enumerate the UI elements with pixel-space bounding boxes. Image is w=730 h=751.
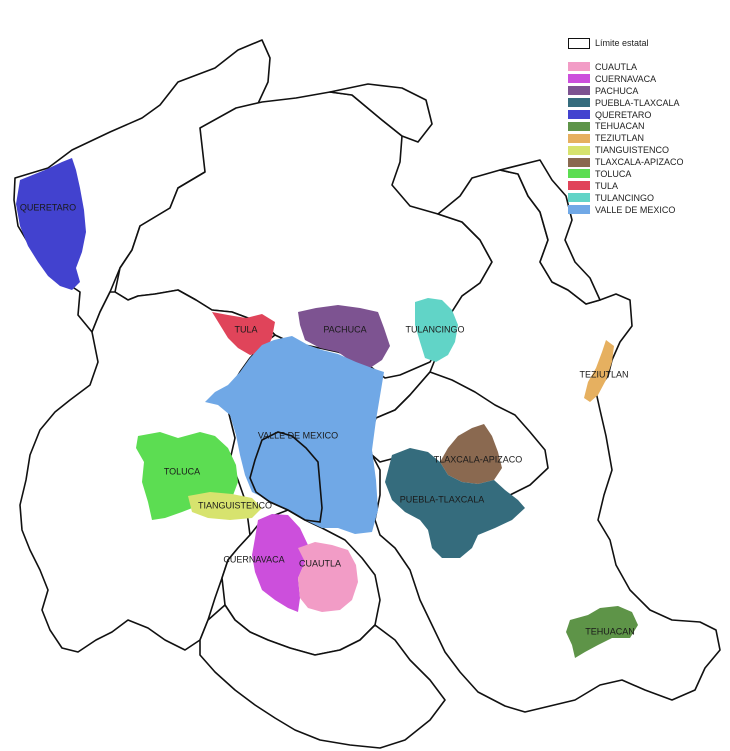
legend-swatch: [568, 193, 590, 203]
label-tehuacan: TEHUACAN: [585, 626, 635, 636]
metro-zones: [16, 158, 638, 658]
zone-puebla-tlaxcala[interactable]: [385, 448, 525, 558]
state-border-swatch: [568, 37, 590, 49]
zone-tula[interactable]: [212, 312, 275, 355]
legend-swatch: [568, 157, 590, 167]
state-puebla-east: [499, 159, 601, 305]
zone-pachuca[interactable]: [298, 305, 390, 368]
legend-label: TIANGUISTENCO: [595, 145, 670, 156]
legend-swatch: [568, 205, 590, 215]
label-teziutlan: TEZIUTLAN: [579, 369, 628, 379]
legend-item: TULA: [568, 180, 718, 192]
legend-swatch: [568, 110, 590, 119]
legend-swatch: [568, 62, 590, 72]
zone-labels: QUERETARO TULA PACHUCA TULANCINGO TEZIUT…: [20, 202, 635, 636]
zone-valle-de-mexico[interactable]: [205, 336, 384, 534]
label-puebla: PUEBLA-TLAXCALA: [400, 494, 485, 504]
legend-label: PUEBLA-TLAXCALA: [595, 97, 680, 108]
legend-item: TOLUCA: [568, 168, 718, 180]
legend-item: TULANCINGO: [568, 192, 718, 204]
legend-item: TEHUACAN: [568, 120, 718, 132]
label-toluca: TOLUCA: [164, 466, 200, 476]
label-tlaxcala: TLAXCALA-APIZACO: [434, 454, 523, 464]
legend-item: QUERETARO: [568, 109, 718, 121]
legend-border-label: Límite estatal: [595, 38, 649, 48]
label-tula: TULA: [234, 324, 257, 334]
legend-label: PACHUCA: [595, 85, 639, 96]
legend-item: CUAUTLA: [568, 61, 718, 73]
legend-label: TULA: [595, 180, 619, 191]
legend-item: CUERNAVACA: [568, 73, 718, 85]
label-queretaro: QUERETARO: [20, 202, 76, 212]
zone-cuernavaca[interactable]: [252, 514, 308, 612]
legend-item: TEZIUTLAN: [568, 132, 718, 144]
zone-tianguistenco[interactable]: [188, 492, 262, 520]
state-guerrero-edge: [199, 604, 446, 749]
legend-label: TOLUCA: [595, 168, 632, 179]
zone-cuautla[interactable]: [298, 542, 358, 612]
zone-tulancingo[interactable]: [415, 298, 458, 362]
label-cuernavaca: CUERNAVACA: [223, 554, 284, 564]
cdmx-outline: [249, 431, 323, 523]
label-tianguistenco: TIANGUISTENCO: [198, 500, 272, 510]
legend-label: CUERNAVACA: [595, 73, 657, 84]
zone-queretaro[interactable]: [16, 158, 86, 290]
legend-swatch: [568, 133, 590, 143]
zone-tlaxcala-apizaco[interactable]: [440, 424, 502, 484]
legend-item: TIANGUISTENCO: [568, 144, 718, 156]
legend-item: PACHUCA: [568, 85, 718, 97]
legend-label: TULANCINGO: [595, 192, 655, 203]
legend-swatch: [568, 121, 590, 131]
legend-swatch: [568, 74, 590, 84]
label-valle: VALLE DE MEXICO: [258, 430, 338, 440]
legend-swatch: [568, 181, 590, 191]
state-hidalgo-north: [329, 83, 433, 143]
legend-label: TEZIUTLAN: [595, 133, 645, 144]
legend-label: VALLE DE MEXICO: [595, 204, 676, 215]
legend-label: QUERETARO: [595, 109, 652, 120]
legend-swatch: [568, 145, 590, 155]
legend-swatch: [568, 86, 590, 96]
legend-item: PUEBLA-TLAXCALA: [568, 97, 718, 109]
legend-state-border: Límite estatal: [568, 35, 718, 51]
label-cuautla: CUAUTLA: [299, 558, 341, 568]
zone-tehuacan[interactable]: [566, 606, 638, 658]
legend-label: TEHUACAN: [595, 121, 645, 132]
zone-teziutlan[interactable]: [584, 340, 614, 402]
legend-item: VALLE DE MEXICO: [568, 204, 718, 216]
legend-item: TLAXCALA-APIZACO: [568, 156, 718, 168]
label-tulancingo: TULANCINGO: [405, 324, 464, 334]
legend-swatch: [568, 98, 590, 108]
label-pachuca: PACHUCA: [323, 324, 366, 334]
legend-label: TLAXCALA-APIZACO: [595, 157, 684, 168]
legend-label: CUAUTLA: [595, 61, 638, 72]
legend-swatch: [568, 169, 590, 179]
